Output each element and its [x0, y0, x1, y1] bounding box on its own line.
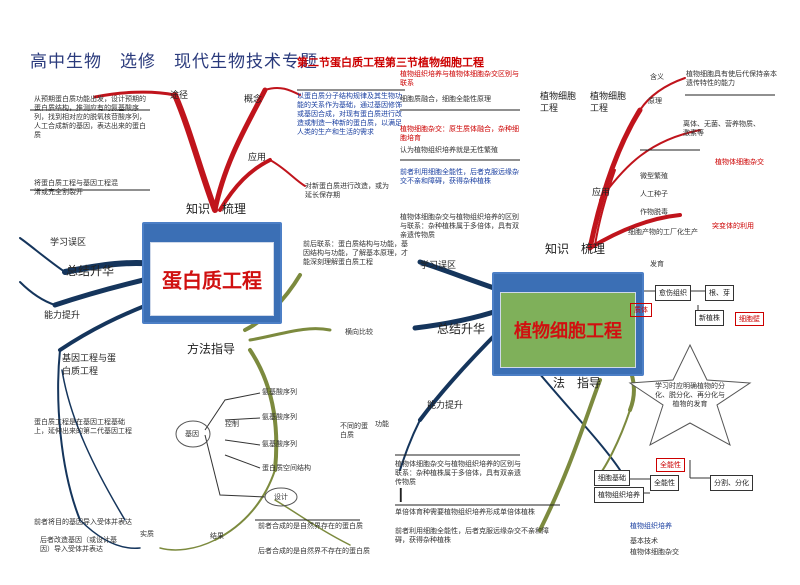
right-box-root-shoot: 根、芽 — [705, 285, 734, 301]
left-diff-protein: 不同的蛋白质 — [340, 423, 368, 439]
left-seq1: 氨基酸序列 — [262, 389, 297, 396]
mid-text-4: 认为植物组织培养就是无性繁殖 — [400, 147, 498, 154]
mid-text-3: 植物细胞杂交：原生质体融合，杂种细胞培育 — [400, 126, 519, 142]
left-back-note: 后者改造基因（或设计基因）导入受体并表达 — [40, 537, 117, 553]
page-title: 高中生物 选修 现代生物技术专题 — [30, 52, 318, 71]
right-bottom-1: 植物组织培养 — [630, 523, 672, 530]
right-box-totip: 全能性 — [650, 475, 679, 491]
left-control-label: 控制 — [225, 421, 239, 428]
right-ability: 能力提升 — [427, 400, 464, 410]
left-design: 设计 — [274, 494, 288, 501]
left-summary: 总结升华 — [66, 264, 115, 278]
right-note-top: 植物细胞具有使后代保持亲本遗传特性的能力 — [686, 71, 777, 87]
right-box-callus: 愈伤组织 — [655, 285, 691, 301]
left-note: 将蛋白质工程与基因工程混淆或完全割裂开 — [34, 180, 118, 196]
right-plant-cell-eng-2: 植物细胞工程 — [590, 91, 627, 113]
right-small-box2: 细胞壁 — [735, 312, 764, 326]
left-gene-vs-protein: 基因工程与蛋白质工程 — [62, 353, 117, 376]
left-knowledge-label: 知识 梳理 — [186, 202, 247, 216]
star-text: 学习时应明确植物的分化、脱分化、再分化与植物的发育 — [655, 383, 725, 408]
left-relation: 前后联系：蛋白质结构与功能，基因结构与功能，了解基本原理，才能深刻理解蛋白质工程 — [303, 241, 408, 266]
left-branch-apply: 应用 — [248, 152, 267, 162]
right-summary: 总结升华 — [437, 322, 486, 336]
poster-inner: 植物细胞工程 — [500, 292, 636, 368]
left-branch-path: 途径 — [170, 90, 189, 100]
right-small-box1: 质体 — [630, 303, 652, 317]
left-ability: 能力提升 — [44, 310, 81, 320]
protein-engineering-poster: 蛋白质工程 — [142, 222, 282, 324]
right-bottom-text-3: 前者利用细胞全能性，后者克服远缘杂交不亲和障碍，获得杂种植株 — [395, 528, 549, 544]
right-red-branches — [587, 77, 701, 251]
left-method-guide: 方法指导 — [187, 342, 236, 356]
left-new-protein: 蛋白质空间结构 — [262, 465, 311, 472]
left-essence: 实质 — [140, 531, 154, 538]
right-box-diff: 分割、分化 — [710, 475, 753, 491]
right-dev: 发育 — [650, 261, 664, 268]
left-gene-vs-text: 蛋白质工程是在基因工程基础上，延伸出来的第二代基因工程 — [34, 419, 132, 435]
plant-cell-engineering-poster: 植物细胞工程 — [492, 272, 644, 376]
left-apply-text: 对新蛋白质进行改造，或为延长保存期 — [305, 183, 389, 199]
right-study-area: 学习误区 — [420, 260, 457, 270]
gene-pathway-lines — [175, 392, 298, 507]
left-seq2: 氨基酸序列 — [262, 414, 297, 421]
left-gene-label: 基因 — [185, 431, 199, 438]
mid-text-5: 前者利用细胞全能性，后者克服远缘杂交不亲和障碍，获得杂种植株 — [400, 169, 519, 185]
left-function: 功能 — [375, 421, 389, 428]
right-virus: 作物脱毒 — [640, 209, 668, 216]
left-concept-text: 以蛋白质分子结构规律及其生物功能的关系作为基础，通过基因修饰或基因合成，对现有蛋… — [297, 93, 402, 136]
right-box-culture: 植物组织培养 — [594, 487, 644, 503]
poster-inner: 蛋白质工程 — [150, 242, 274, 316]
right-bottom-text-1: 植物体细胞杂交与植物组织培养的区别与联系：杂种植株属于多倍体，具有双亲遗传物质 — [395, 461, 521, 486]
left-wrong-note: 后者合成的是自然界不存在的蛋白质 — [258, 548, 370, 555]
right-box-express: 全能性 — [656, 458, 685, 472]
right-knowledge-label: 知识 梳理 — [545, 242, 606, 256]
mid-text-2: 细胞质融合，细胞全能性原理 — [400, 96, 491, 103]
right-principle: 原理 — [648, 98, 662, 105]
right-plant-cell-eng: 植物细胞工程 — [540, 91, 577, 113]
right-apply: 应用 — [592, 187, 611, 197]
right-box-new-plant: 新植株 — [695, 310, 724, 326]
left-red-branches — [93, 86, 306, 213]
page-subtitle: 第二节蛋白质工程第三节植物细胞工程 — [297, 57, 484, 69]
right-cond: 离体、无菌、营养物质、激素等 — [683, 121, 760, 137]
right-seed: 人工种子 — [640, 191, 668, 198]
right-product: 细胞产物的工厂化生产 — [628, 229, 698, 236]
left-branch-concept: 概念 — [244, 94, 263, 104]
left-front-note: 前者将目的基因导入受体并表达 — [34, 519, 132, 526]
roman-numeral-mark: I — [398, 485, 404, 507]
mid-text-1: 植物组织培养与植物体细胞杂交区别与联系 — [400, 71, 519, 87]
left-path-text: 从预期蛋白质功能出发，设计预期的蛋白质结构，推测应有的氨基酸序列，找到相对应的脱… — [34, 96, 146, 139]
right-meaning: 含义 — [650, 74, 664, 81]
left-seq3: 氨基酸序列 — [262, 441, 297, 448]
poster-title: 植物细胞工程 — [514, 321, 622, 341]
right-box-cell-basic: 细胞基础 — [594, 470, 630, 486]
right-bottom-2: 基本技术 — [630, 538, 658, 545]
right-mutant: 突变体的利用 — [712, 223, 754, 230]
left-study-area: 学习误区 — [50, 237, 87, 247]
right-bottom-text-2: 单倍体育种需要植物组织培养形成单倍体植株 — [395, 509, 535, 516]
left-compare: 横向比较 — [345, 329, 373, 336]
right-method-guide: 法 指导 — [553, 376, 602, 390]
mid-text-6: 植物体细胞杂交与植物组织培养的区别与联系：杂种植株属于多倍体，具有双亲遗传物质 — [400, 214, 519, 239]
left-result: 结果 — [210, 533, 224, 540]
left-natural-note: 前者合成的是自然界存在的蛋白质 — [258, 523, 363, 530]
left-olive-branches — [159, 273, 351, 551]
poster-title: 蛋白质工程 — [162, 270, 262, 293]
right-bottom-3: 植物体细胞杂交 — [630, 549, 679, 556]
star-shape — [628, 343, 752, 447]
right-dist-title: 植物体细胞杂交 — [715, 159, 764, 166]
right-micro: 微型繁殖 — [640, 173, 668, 180]
